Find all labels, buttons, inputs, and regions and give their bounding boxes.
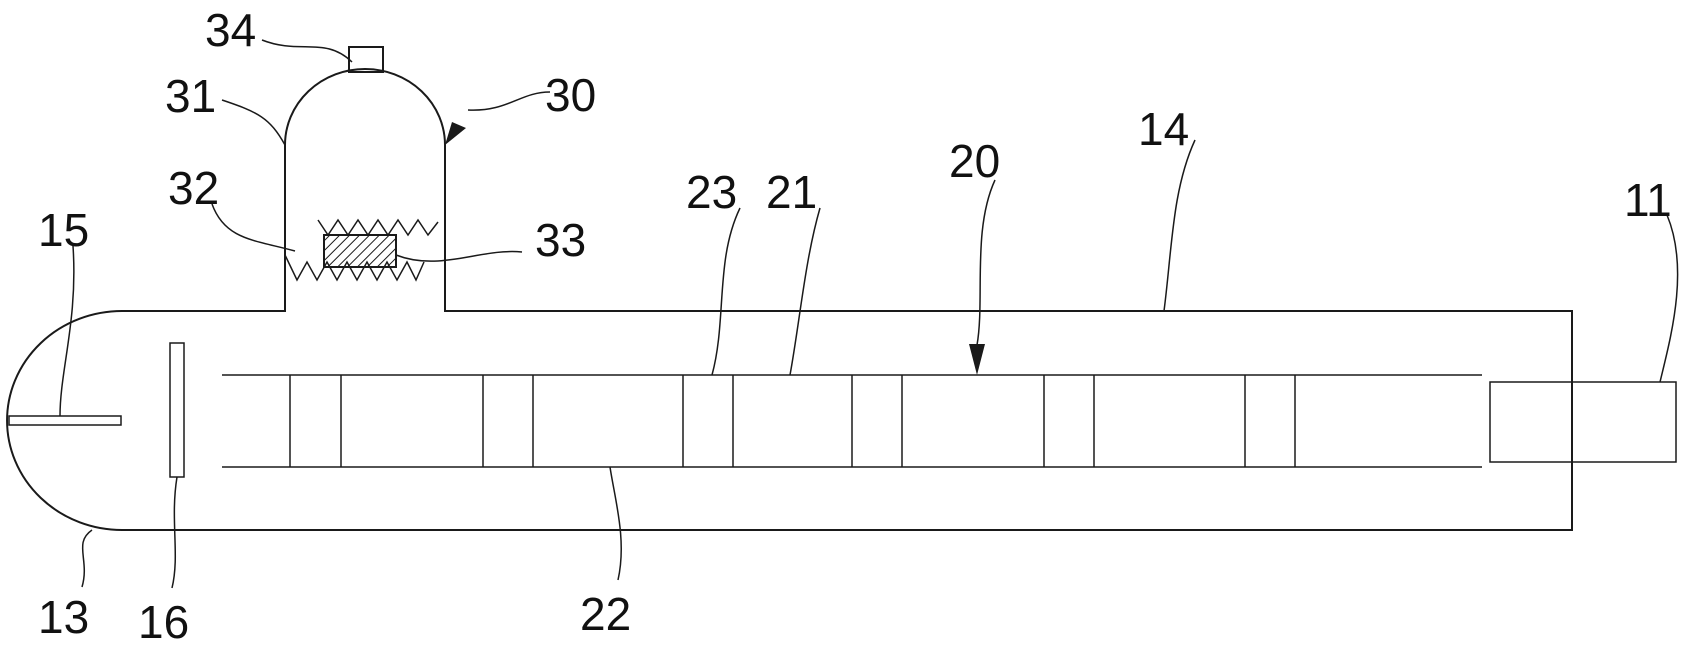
label-13: 13 bbox=[38, 591, 89, 643]
tube-segments bbox=[289, 375, 1296, 467]
label-32: 32 bbox=[168, 162, 219, 214]
chamber-dome bbox=[284, 68, 446, 146]
housing-body bbox=[122, 145, 1573, 531]
arrowhead-20 bbox=[969, 344, 985, 375]
left-plate bbox=[8, 415, 122, 426]
divider-plate bbox=[169, 342, 185, 478]
label-16: 16 bbox=[138, 596, 189, 646]
label-30: 30 bbox=[545, 69, 596, 121]
right-connector bbox=[1489, 381, 1677, 463]
label-31: 31 bbox=[165, 70, 216, 122]
label-22: 22 bbox=[580, 588, 631, 640]
label-23: 23 bbox=[686, 166, 737, 218]
hatched-block bbox=[323, 234, 397, 268]
arrowhead-30 bbox=[445, 122, 466, 145]
spring-upper bbox=[317, 218, 439, 237]
spring-lower bbox=[284, 254, 425, 282]
label-15: 15 bbox=[38, 204, 89, 256]
end-cap bbox=[6, 310, 123, 531]
label-33: 33 bbox=[535, 214, 586, 266]
label-20: 20 bbox=[949, 135, 1000, 187]
label-34: 34 bbox=[205, 4, 256, 56]
label-11: 11 bbox=[1624, 174, 1672, 226]
leader-lines bbox=[59, 39, 1679, 589]
label-21: 21 bbox=[766, 166, 817, 218]
label-14: 14 bbox=[1138, 103, 1189, 155]
